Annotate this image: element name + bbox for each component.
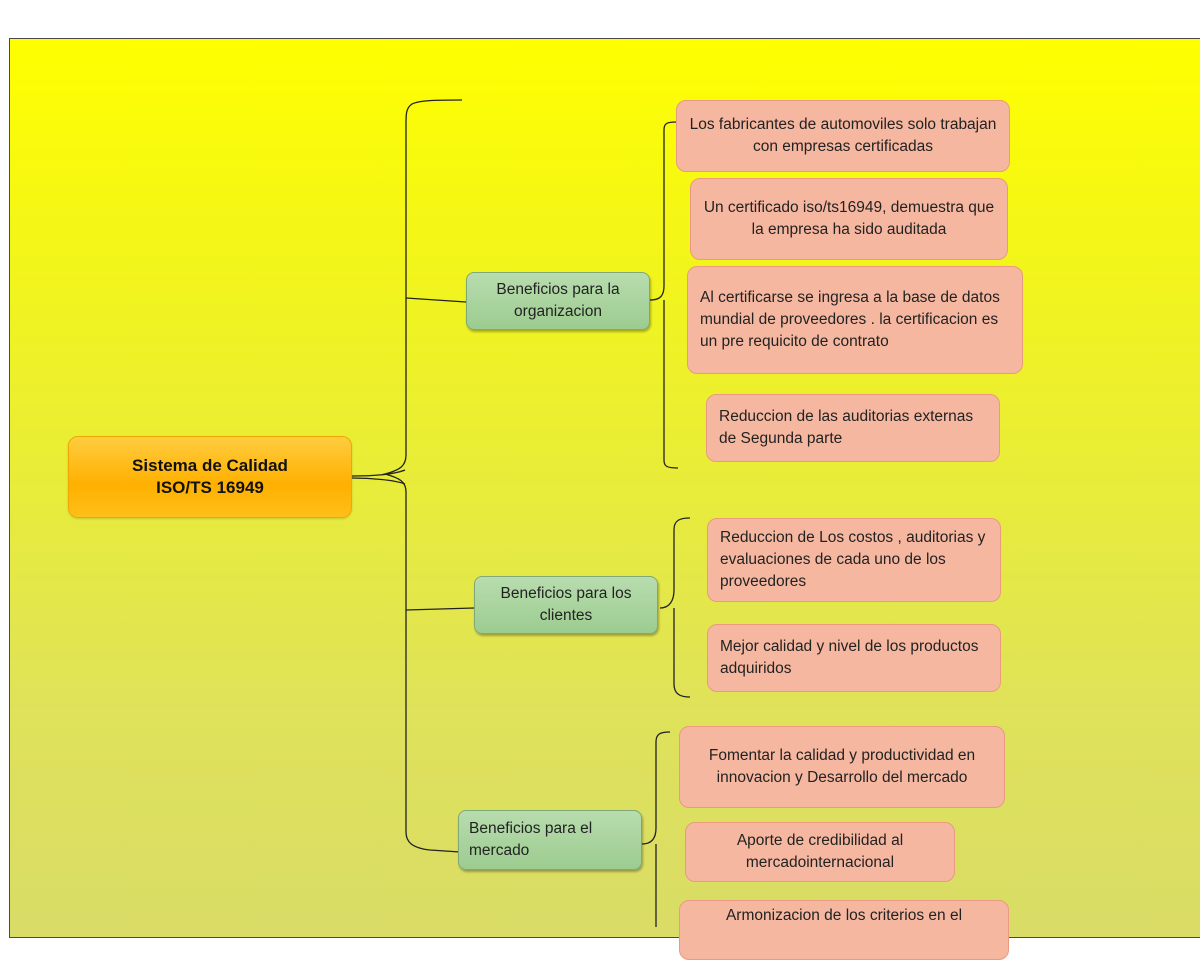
leaf-node[interactable]: Reduccion de las auditorias externas de … — [706, 394, 1000, 462]
leaf-label: Los fabricantes de automoviles solo trab… — [689, 116, 997, 155]
leaf-label: Fomentar la calidad y productividad en i… — [708, 747, 976, 786]
root-connector — [351, 469, 406, 477]
leaf-label: Mejor calidad y nivel de los productos a… — [720, 638, 979, 677]
leaf-bracket-2 — [641, 731, 671, 927]
leaf-node[interactable]: Fomentar la calidad y productividad en i… — [679, 726, 1005, 808]
branch-node-organizacion[interactable]: Beneficios para la organizacion — [466, 272, 650, 330]
branch-label: Beneficios para el mercado — [469, 820, 593, 859]
branch-connector-1 — [405, 607, 475, 611]
leaf-label: Armonizacion de los criterios en el — [725, 907, 963, 924]
main-bracket — [382, 99, 463, 853]
leaf-label: Un certificado iso/ts16949, demuestra qu… — [703, 199, 995, 238]
leaf-label: Al certificarse se ingresa a la base de … — [700, 289, 1000, 350]
leaf-bracket-0 — [649, 121, 679, 469]
leaf-node[interactable]: Un certificado iso/ts16949, demuestra qu… — [690, 178, 1008, 260]
leaf-node[interactable]: Mejor calidad y nivel de los productos a… — [707, 624, 1001, 692]
branch-label: Beneficios para la organizacion — [496, 281, 620, 320]
root-title-line-2: ISO/TS 16949 — [156, 478, 264, 497]
leaf-label: Reduccion de Los costos , auditorias y e… — [720, 529, 986, 590]
connector-lines — [351, 99, 691, 927]
branch-node-clientes[interactable]: Beneficios para los clientes — [474, 576, 658, 634]
leaf-node[interactable]: Los fabricantes de automoviles solo trab… — [676, 100, 1010, 172]
branch-connector-0 — [405, 297, 467, 303]
leaf-label: Reduccion de las auditorias externas de … — [719, 408, 974, 447]
branch-label: Beneficios para los clientes — [500, 585, 632, 624]
leaf-node[interactable]: Armonizacion de los criterios en el — [679, 900, 1009, 960]
root-title-line-1: Sistema de Calidad — [132, 456, 288, 475]
leaf-label: Aporte de credibilidad al mercadointerna… — [736, 832, 904, 871]
branch-node-mercado[interactable]: Beneficios para el mercado — [458, 810, 642, 870]
leaf-node[interactable]: Reduccion de Los costos , auditorias y e… — [707, 518, 1001, 602]
leaf-node[interactable]: Aporte de credibilidad al mercadointerna… — [685, 822, 955, 882]
root-node[interactable]: Sistema de Calidad ISO/TS 16949 — [68, 436, 352, 518]
leaf-bracket-1 — [659, 517, 691, 698]
leaf-node[interactable]: Al certificarse se ingresa a la base de … — [687, 266, 1023, 374]
